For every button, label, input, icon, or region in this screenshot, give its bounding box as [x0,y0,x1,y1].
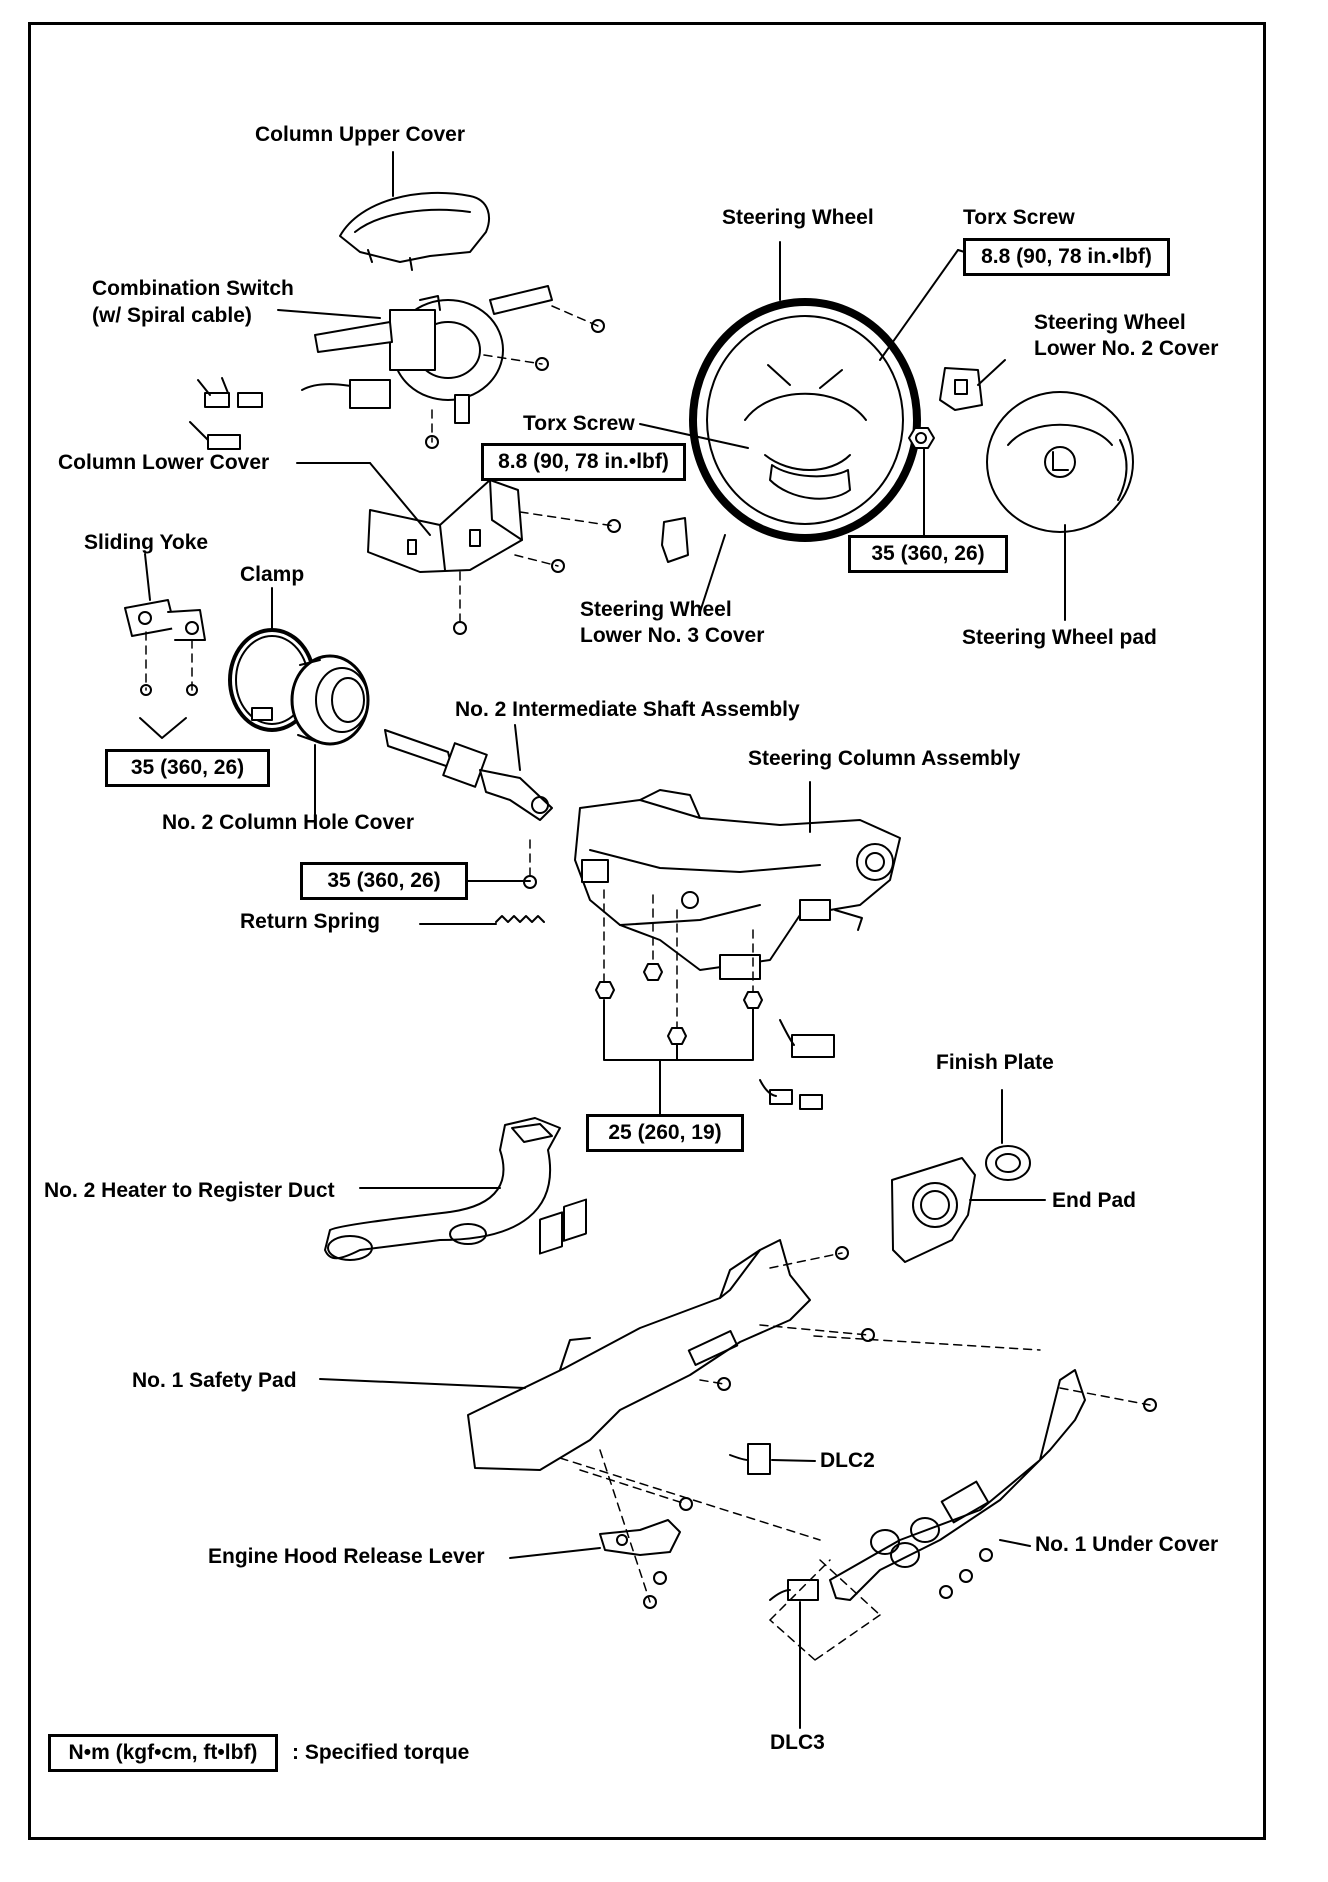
diagram-frame [28,22,1266,1840]
label-dlc2: DLC2 [820,1449,875,1472]
dlc2-drawing [729,1443,771,1475]
label-no2-heater-duct: No. 2 Heater to Register Duct [44,1179,335,1202]
column-connectors-drawing [759,1019,835,1110]
under-cover-drawing [829,1369,1086,1601]
label-sliding-yoke: Sliding Yoke [84,531,209,554]
torque-box-column-assembly: 25 (260, 19) [586,1114,744,1152]
label-steering-wheel: Steering Wheel [722,206,874,229]
label-no2-intermediate-shaft: No. 2 Intermediate Shaft Assembly [455,698,800,721]
label-column-upper-cover: Column Upper Cover [255,123,466,146]
label-end-pad: End Pad [1052,1189,1137,1212]
label-no2-column-hole-cover: No. 2 Column Hole Cover [162,811,415,834]
label-steering-wheel-pad: Steering Wheel pad [962,626,1157,649]
label-no1-under-cover: No. 1 Under Cover [1035,1533,1219,1556]
leader-lines [139,151,1066,1729]
label-steering-wheel-lower-no3-cover-line2: Lower No. 3 Cover [580,624,765,647]
steering-wheel-pad-drawing [986,391,1134,533]
label-no1-safety-pad: No. 1 Safety Pad [132,1369,297,1392]
torque-box-sliding-yoke: 35 (360, 26) [105,749,270,787]
label-dlc3: DLC3 [770,1731,825,1754]
finish-plate-drawing [985,1145,1031,1181]
legend-torque-unit-box: N•m (kgf•cm, ft•lbf) [48,1734,278,1772]
heater-duct-drawing [324,1117,561,1261]
wheel-nut-drawing [908,427,935,449]
label-steering-wheel-lower-no3-cover-line1: Steering Wheel [580,598,732,621]
steering-wheel-drawing [689,298,921,542]
torque-box-torx-mid: 8.8 (90, 78 in.•lbf) [481,443,686,481]
return-spring-drawing [495,915,545,923]
label-steering-wheel-lower-no2-cover-line2: Lower No. 2 Cover [1034,337,1219,360]
label-torx-screw-mid: Torx Screw [523,412,635,435]
safety-pad-drawing [467,1198,811,1471]
intermediate-shaft-drawing [384,729,553,821]
column-nuts-drawing [595,963,763,1045]
label-torx-screw-top: Torx Screw [963,206,1075,229]
dashed-alignment-lines [145,305,1151,1661]
torque-box-wheel-nut: 35 (360, 26) [848,535,1008,573]
column-lower-cover-drawing [367,479,523,573]
legend-specified-torque-text: : Specified torque [292,1741,470,1764]
connector-pair-drawing [189,377,263,450]
torque-box-torx-top: 8.8 (90, 78 in.•lbf) [963,238,1170,276]
label-clamp: Clamp [240,563,305,586]
torque-box-intermediate-shaft: 35 (360, 26) [300,862,468,900]
label-engine-hood-release-lever: Engine Hood Release Lever [208,1545,485,1568]
bolts-drawing [140,319,1157,1609]
label-finish-plate: Finish Plate [936,1051,1054,1074]
hood-release-lever-drawing [599,1519,681,1556]
label-return-spring: Return Spring [240,910,380,933]
label-combination-switch-note: (w/ Spiral cable) [92,304,252,327]
sliding-yoke-drawing [124,599,206,641]
steering-wheel-lower-no3-cover-drawing [661,517,689,563]
label-column-lower-cover: Column Lower Cover [58,451,270,474]
label-steering-wheel-lower-no2-cover-line1: Steering Wheel [1034,311,1186,334]
end-pad-drawing [891,1157,976,1263]
label-combination-switch: Combination Switch [92,277,294,300]
steering-column-assembly-drawing [574,789,901,980]
column-hole-cover-drawing [290,654,370,746]
column-upper-cover-drawing [339,191,490,271]
steering-wheel-lower-no2-cover-drawing [939,367,983,411]
combination-switch-drawing [301,285,553,424]
label-steering-column-assembly: Steering Column Assembly [748,747,1021,770]
